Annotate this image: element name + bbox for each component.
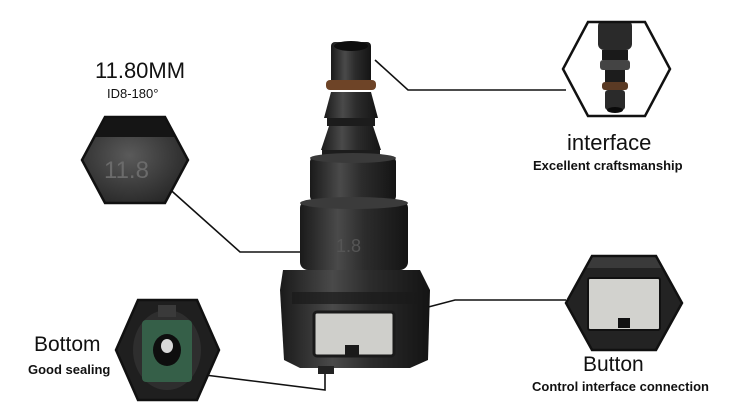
release-button-visual	[312, 310, 396, 358]
bottom-title: Bottom	[34, 333, 101, 356]
zoom-interface	[561, 20, 672, 118]
body-engraving: 1.8	[336, 236, 361, 256]
connector-body: 1.8	[280, 41, 430, 374]
size-subtitle: ID8-180°	[107, 86, 159, 101]
zoom-button	[564, 254, 684, 352]
size-title: 11.80MM	[95, 58, 186, 83]
callout-line-bottom	[204, 372, 326, 391]
callout-line-interface	[374, 59, 566, 91]
bottom-subtitle: Good sealing	[28, 362, 111, 377]
zoom-bottom	[114, 298, 221, 402]
interface-title: interface	[567, 130, 652, 155]
interface-subtitle: Excellent craftsmanship	[533, 158, 683, 173]
button-title: Button	[583, 353, 644, 376]
zoom-engraving-text: 11.8	[104, 157, 149, 184]
button-subtitle: Control interface connection	[532, 379, 709, 394]
zoom-engraving: 11.8	[80, 115, 190, 205]
